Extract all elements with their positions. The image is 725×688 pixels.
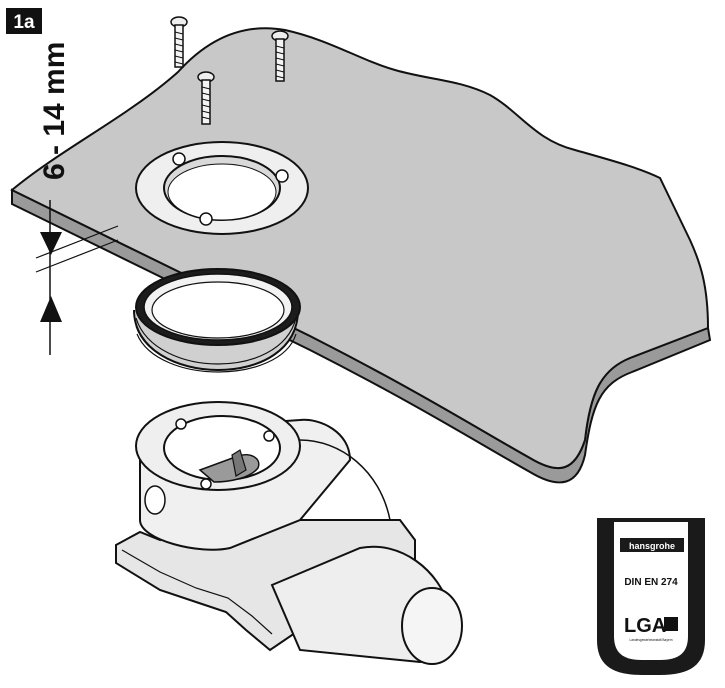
screw — [271, 30, 289, 82]
screw — [197, 71, 215, 125]
drain-body — [115, 401, 463, 665]
dimension-label: 6 - 14 mm — [38, 42, 71, 180]
badge-brand: hansgrohe — [629, 541, 675, 551]
arrow-up-icon — [40, 296, 62, 322]
clamping-ring — [135, 141, 309, 235]
step-label: 1a — [6, 8, 42, 34]
badge-cert-subtext: Landesgewerbeanstalt Bayern — [629, 638, 672, 642]
screw — [170, 16, 188, 68]
certification-badge: hansgrohe DIN EN 274 LGA Landesgewerbean… — [597, 518, 705, 675]
arrow-down-icon — [40, 232, 62, 255]
step-label-text: 1a — [13, 12, 35, 33]
badge-cert-logo: LGA — [624, 615, 666, 637]
sealing-ring — [133, 268, 301, 373]
lga-logo-icon — [664, 617, 678, 631]
badge-standard: DIN EN 274 — [624, 577, 678, 588]
dimension-indicator: 6 - 14 mm — [35, 42, 119, 355]
floor-slab — [10, 27, 712, 484]
